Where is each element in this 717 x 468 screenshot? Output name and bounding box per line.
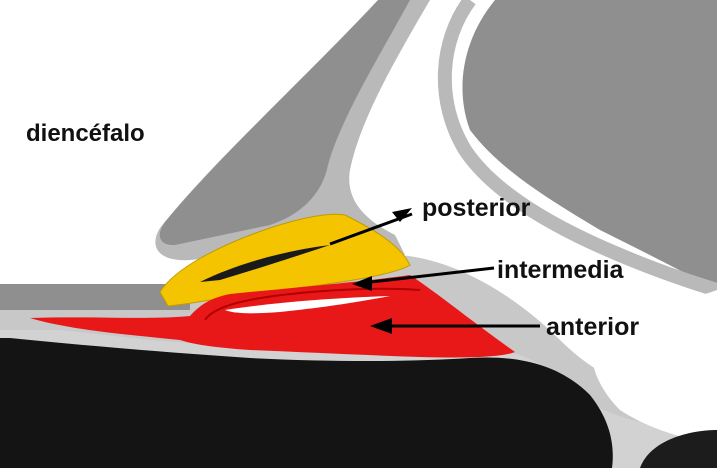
- stalk: [160, 0, 410, 245]
- diaphragma-band: [0, 284, 190, 310]
- label-posterior: posterior: [422, 196, 530, 221]
- label-anterior: anterior: [546, 315, 639, 340]
- label-intermedia: intermedia: [497, 258, 623, 283]
- label-diencephalon: diencéfalo: [26, 122, 145, 146]
